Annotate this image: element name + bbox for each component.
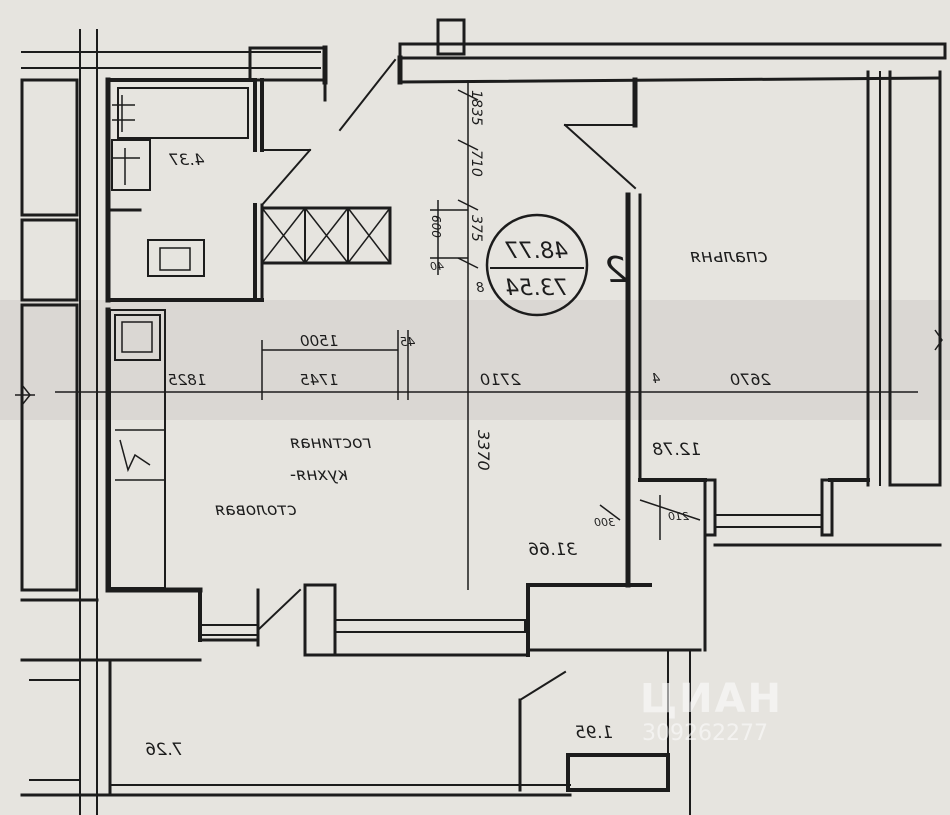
watermark-code: 309262277 — [642, 721, 768, 746]
dim-40: 40 — [430, 260, 444, 273]
bedroom-area: 12.78 — [652, 440, 701, 460]
balcony-left-area: 7.26 — [145, 740, 183, 760]
watermark-brand: ЦИАН — [640, 676, 783, 722]
wardrobe-icon — [260, 206, 392, 265]
kitchen-counter — [109, 309, 166, 589]
watermark: ЦИАН 309262277 — [640, 676, 783, 746]
stove-icon — [114, 314, 161, 361]
dim-3370: 3370 — [474, 430, 493, 471]
area-total: 48.77 — [505, 239, 568, 264]
apartment-badge — [485, 213, 589, 317]
labels: 2 48.77 73.54 спальня 12.78 гостиная кух… — [145, 90, 771, 760]
dim-600: 600 — [429, 215, 443, 238]
living-name-line1: гостиная — [290, 433, 371, 453]
apartment-number: 2 — [605, 250, 628, 291]
dim-4: 4 — [652, 372, 660, 387]
walls — [20, 18, 947, 815]
bathroom-area: 4.37 — [168, 150, 204, 169]
dim-375: 375 — [468, 215, 484, 242]
sink-icon — [111, 139, 151, 191]
living-name-line3: столовая — [215, 500, 297, 520]
dim-1835: 1835 — [468, 90, 484, 126]
dim-210: 210 — [668, 510, 689, 523]
dim-300: 300 — [594, 516, 615, 529]
living-name-line2: кухня- — [290, 465, 348, 485]
dim-1500: 1500 — [300, 332, 338, 350]
dim-710: 710 — [468, 150, 484, 177]
fixtures — [109, 87, 392, 589]
bedroom-name: спальня — [690, 246, 768, 267]
area-living: 73.54 — [505, 276, 568, 301]
balcony-right-area: 1.95 — [575, 723, 613, 743]
bathtub-icon — [117, 87, 249, 139]
dim-8: 8 — [476, 281, 484, 296]
dim-1825: 1825 — [168, 371, 206, 389]
living-area: 31.66 — [528, 540, 577, 560]
dim-45: 45 — [400, 335, 415, 349]
dimension-lines — [15, 80, 943, 590]
fridge-mark-icon — [119, 439, 151, 473]
dim-1745: 1745 — [300, 371, 338, 389]
dim-2670: 2670 — [730, 370, 771, 389]
dim-2710: 2710 — [480, 370, 521, 389]
toilet-icon — [147, 239, 205, 277]
